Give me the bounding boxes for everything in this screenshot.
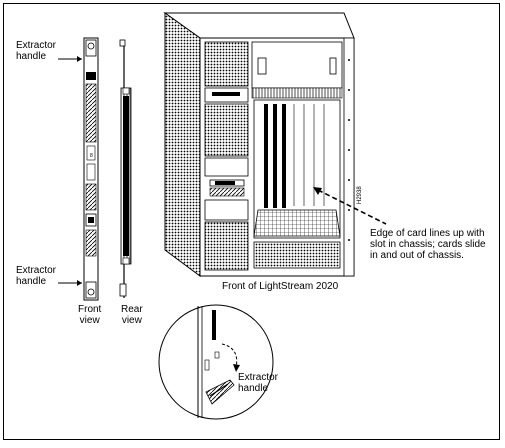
chassis-caption: Front of LightStream 2020: [222, 281, 339, 292]
edge-arrow: [313, 187, 387, 225]
svg-text:8: 8: [90, 153, 93, 159]
lightstream-chassis: [163, 12, 355, 277]
bottom-screw-icon: [87, 288, 95, 296]
top-screw-icon: [87, 42, 95, 50]
front-view-label: Front view: [78, 304, 102, 326]
figure-id: H2938: [357, 186, 363, 204]
extractor-arrows: [58, 56, 82, 286]
extractor-detail-circle: [158, 304, 274, 420]
front-view-card: 8: [83, 37, 99, 301]
extractor-bottom-label: Extractor handle: [16, 265, 57, 287]
rear-view-card: [119, 39, 132, 298]
rear-view-label: Rear view: [121, 304, 143, 326]
edge-note: Edge of card lines up with slot in chass…: [370, 228, 486, 261]
extractor-top-label: Extractor handle: [16, 40, 57, 62]
extractor-detail-label: Extractor handle: [238, 372, 279, 394]
